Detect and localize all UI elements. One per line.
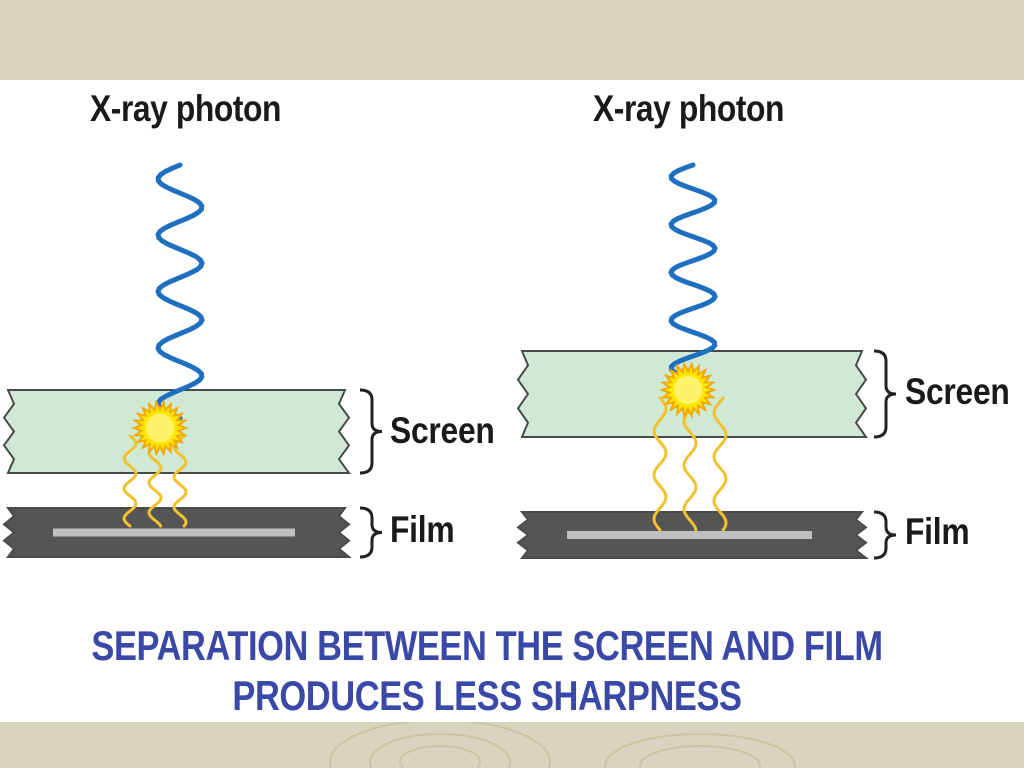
right-photon-label: X-ray photon [593,88,785,129]
left-light-wave-1 [122,434,138,528]
top-band [0,0,1024,80]
right-screen-brace [873,349,897,439]
bottom-band [0,722,1024,768]
ripple-decoration [329,722,796,768]
left-light-burst-core [145,413,175,443]
right-diagram [516,162,897,560]
right-photon-wave [668,162,718,383]
right-film-stripe [567,531,812,539]
left-photon-wave [155,162,205,421]
right-light-burst-core [673,375,703,405]
right-light-wave-2 [682,396,698,532]
right-light-wave-1 [652,396,668,532]
right-light-wave-3 [712,396,728,532]
right-film-brace [873,510,897,560]
left-film-brace [359,506,383,559]
left-film-label: Film [390,509,455,550]
left-screen-brace [359,388,383,475]
caption-line-2: PRODUCES LESS SHARPNESS [232,672,742,719]
caption-line-1: SEPARATION BETWEEN THE SCREEN AND FILM [91,622,883,669]
left-diagram [2,162,383,559]
right-film-label: Film [905,511,970,552]
left-photon-label: X-ray photon [90,88,282,129]
left-light-wave-3 [172,434,188,528]
diagram-canvas [2,162,897,560]
left-film-stripe [53,528,295,537]
left-screen-label: Screen [390,410,495,451]
right-screen-label: Screen [905,371,1010,412]
